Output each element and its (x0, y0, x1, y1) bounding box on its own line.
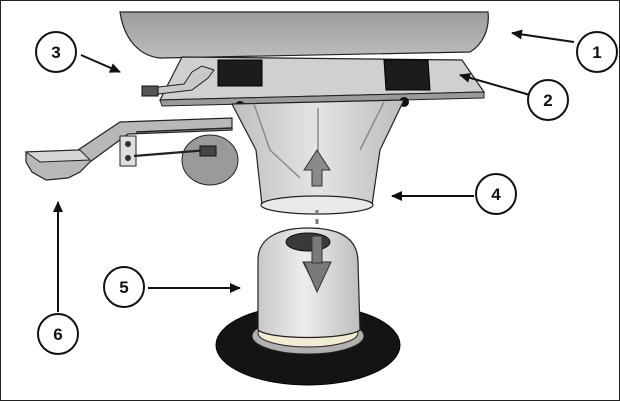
seat-cushion (119, 11, 489, 59)
callout-1: 1 (576, 31, 618, 73)
callout-label-3: 3 (51, 43, 60, 62)
leader-arrow-2 (459, 72, 531, 96)
leader-arrows (53, 29, 575, 312)
callout-label-1: 1 (592, 43, 601, 62)
leader-arrow-1 (511, 29, 575, 43)
leader-arrow-3 (80, 54, 121, 73)
callout-6: 6 (37, 313, 79, 355)
lock-pin (141, 65, 215, 97)
callout-label-2: 2 (543, 91, 552, 110)
callout-label-6: 6 (53, 325, 62, 344)
callout-label-5: 5 (119, 278, 128, 297)
swivel-housing (231, 99, 405, 215)
callout-5: 5 (103, 266, 145, 308)
release-lever (24, 117, 239, 186)
pedestal-base (215, 227, 401, 386)
callout-label-4: 4 (491, 185, 501, 204)
callout-3: 3 (35, 31, 77, 73)
callout-2: 2 (527, 79, 569, 121)
callout-4: 4 (475, 173, 517, 215)
